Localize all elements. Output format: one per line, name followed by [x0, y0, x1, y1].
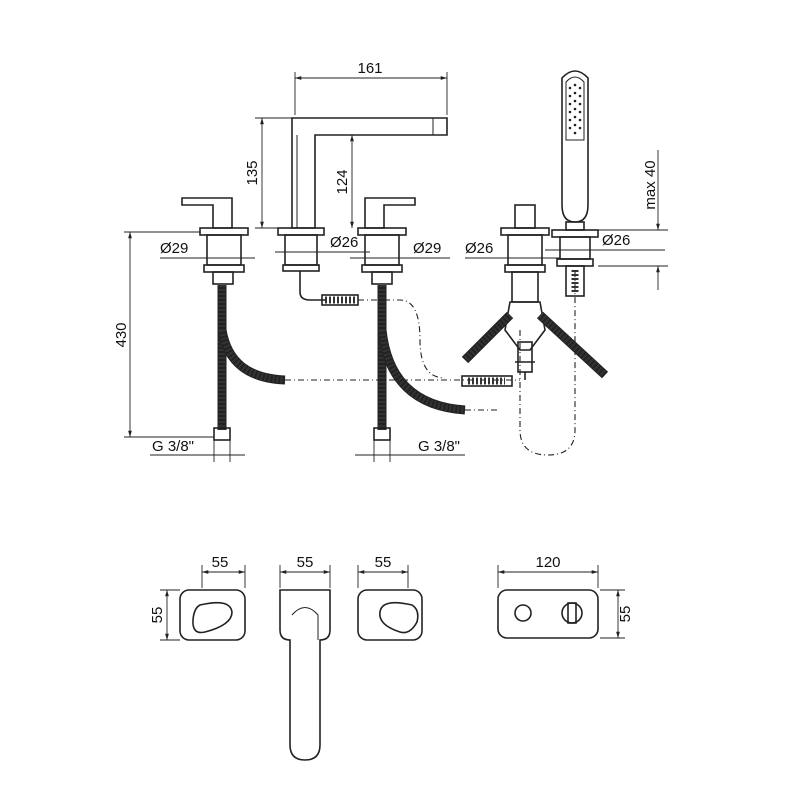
svg-text:G 3/8": G 3/8" [418, 438, 460, 455]
svg-text:G 3/8": G 3/8" [152, 438, 194, 455]
spout-top: 55 [279, 554, 331, 761]
diverter-plate-top: 120 55 [497, 554, 634, 639]
left-handle-top: 55 55 [149, 554, 246, 641]
svg-text:Ø29: Ø29 [160, 240, 188, 257]
dim-135: 135 [244, 117, 292, 229]
svg-text:Ø26: Ø26 [465, 240, 493, 257]
svg-text:135: 135 [244, 160, 261, 185]
svg-text:max 40: max 40 [642, 160, 659, 209]
svg-text:55: 55 [297, 554, 314, 571]
dim-right-thread: G 3/8" [355, 438, 465, 462]
dim-diverter-dia: Ø26 [465, 240, 560, 259]
dim-161: 161 [294, 60, 448, 115]
svg-text:430: 430 [113, 322, 130, 347]
right-handle-top: 55 [357, 554, 423, 641]
connection-line [358, 299, 446, 379]
dim-shower-dia: Ø26 [545, 232, 665, 251]
dim-max-40: max 40 [598, 150, 668, 290]
spray-nozzles [568, 83, 582, 135]
svg-text:Ø26: Ø26 [602, 232, 630, 249]
svg-text:Ø26: Ø26 [330, 234, 358, 251]
dim-right-dia: Ø29 [350, 240, 450, 259]
shower-hose-line [519, 270, 576, 456]
svg-text:Ø29: Ø29 [413, 240, 441, 257]
spout-front [277, 117, 448, 306]
diverter-front [461, 204, 609, 387]
svg-text:55: 55 [375, 554, 392, 571]
svg-text:55: 55 [212, 554, 229, 571]
dim-left-thread: G 3/8" [150, 438, 245, 462]
hand-shower [551, 70, 599, 297]
svg-text:120: 120 [535, 554, 560, 571]
dim-124: 124 [315, 134, 358, 228]
svg-text:161: 161 [357, 60, 382, 77]
dim-left-dia: Ø29 [160, 240, 255, 259]
right-valve-front [357, 197, 466, 441]
svg-text:55: 55 [149, 607, 166, 624]
svg-text:124: 124 [334, 169, 351, 194]
left-valve-front [181, 197, 286, 441]
dim-430: 430 [113, 231, 214, 438]
svg-text:55: 55 [617, 606, 634, 623]
dim-spout-dia: Ø26 [275, 234, 370, 253]
